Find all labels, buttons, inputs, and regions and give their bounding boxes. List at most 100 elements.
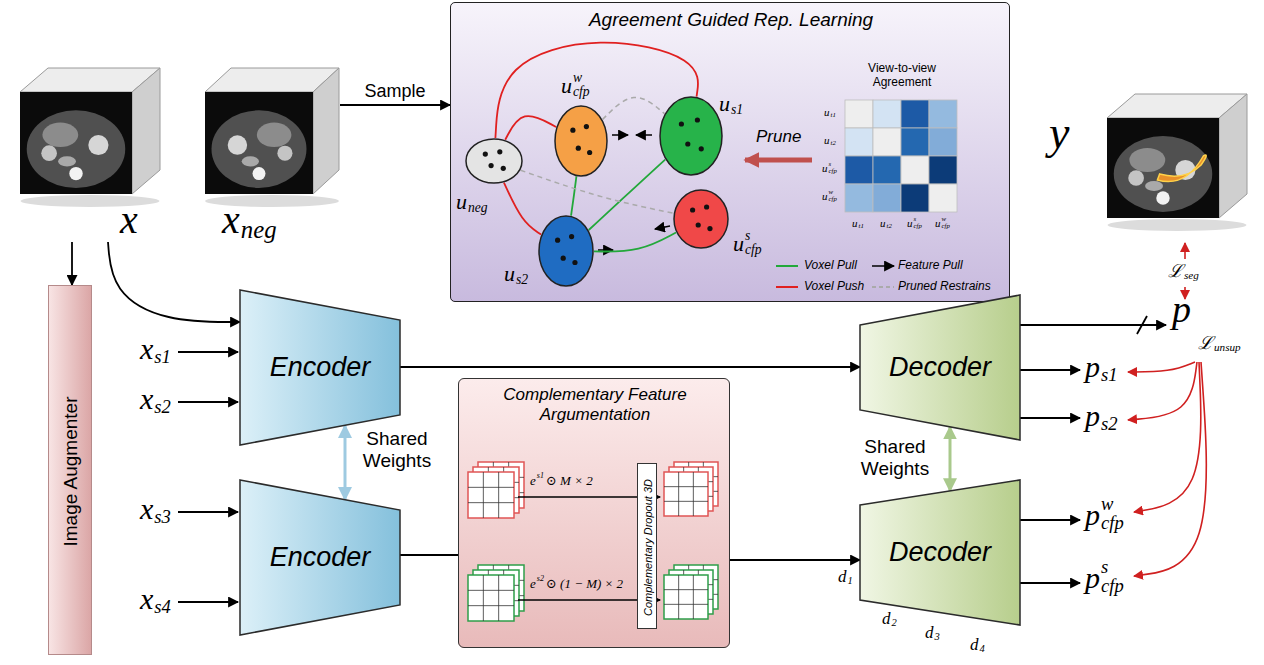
ct-body: [1114, 136, 1213, 212]
cluster-label: w: [573, 71, 582, 85]
loss-arrow: [1134, 362, 1206, 576]
connector: [340, 104, 450, 106]
trapezoid: [860, 295, 1020, 440]
formula: e: [530, 474, 536, 487]
legend-text: Feature Pull: [898, 259, 963, 271]
cluster-label: s: [745, 229, 750, 243]
panel-fill: [450, 2, 1010, 302]
connector: [504, 183, 541, 235]
grid-line: [498, 575, 499, 621]
grid-line: [664, 589, 708, 590]
input-arrow: [178, 511, 238, 513]
heatmap-cell: [901, 156, 929, 184]
feature-pull-arrow: [612, 134, 628, 136]
axis-label: cfp: [829, 168, 837, 175]
voxel-dot: [561, 256, 566, 261]
loss-arrow: [1184, 243, 1186, 259]
ct-volume: xneg: [200, 62, 340, 242]
axis-label: cfp: [829, 196, 837, 203]
feature-pull-arrow: [655, 226, 670, 229]
connector: [344, 425, 347, 499]
trapezoid: [860, 480, 1020, 625]
output-label: p: [1085, 352, 1100, 382]
depth-label: 3: [935, 632, 940, 643]
connector: [589, 160, 665, 230]
voxel-dot: [679, 121, 684, 126]
grid-line: [468, 590, 514, 591]
ct-body: [211, 110, 306, 188]
depth-label: d: [970, 636, 979, 653]
axis-label: t1: [859, 223, 864, 230]
cluster-ellipse: [539, 216, 593, 286]
cluster-label: u: [456, 191, 467, 213]
volume-figure: [1045, 88, 1250, 240]
axis-label: u: [880, 218, 886, 229]
connector: [594, 233, 676, 252]
volume-figure: [200, 62, 340, 242]
heatmap-cell: [901, 184, 929, 212]
connector: [603, 97, 665, 119]
loss-label: ℒ: [1198, 334, 1213, 352]
grid-line: [678, 575, 679, 619]
loss-arrow: [1134, 362, 1201, 512]
shared-weights-label: Shared Weights: [352, 428, 442, 472]
segmentation-mask: [1157, 155, 1206, 182]
voxel-dot: [584, 124, 589, 129]
axis-label: t1: [831, 112, 836, 119]
heatmap-cell: [845, 156, 873, 184]
feature-cluster: uneg: [465, 138, 523, 184]
grid-line: [693, 575, 694, 619]
cluster-shape: [659, 96, 723, 176]
depth-label: 2: [892, 618, 897, 629]
grid-line: [468, 502, 514, 503]
axis-label: u: [822, 191, 828, 202]
voxel-dot: [497, 149, 502, 154]
augmenter-box: Image Augmenter: [48, 285, 92, 655]
formula: s1: [537, 472, 544, 480]
loss-label: ℒ: [1168, 262, 1183, 280]
encoder-block: Encoder: [240, 290, 400, 445]
connector: [108, 242, 240, 322]
ct-volume: y: [1045, 88, 1250, 240]
block-label: Decoder: [889, 539, 991, 566]
feature-grid: [468, 575, 514, 621]
formula: e: [530, 577, 536, 590]
heatmap-cell: [929, 128, 957, 156]
feature-pull-arrow: [598, 249, 613, 251]
depth-label: 1: [848, 576, 853, 587]
legend-text: Voxel Pull: [804, 259, 857, 271]
cluster-ellipse: [660, 97, 722, 175]
output-arrow: [1020, 519, 1080, 521]
grid-line: [498, 472, 499, 518]
depth-label: d: [882, 610, 891, 627]
ct-slice: [1107, 118, 1219, 218]
heatmap-cell: [873, 128, 901, 156]
stop-gradient-slash: [1137, 316, 1147, 334]
grid-line: [664, 604, 708, 605]
voxel-dot: [483, 152, 488, 157]
legend-sample: [872, 286, 894, 288]
input-arrow: [178, 401, 238, 403]
input-label: x: [140, 494, 153, 524]
axis-label: u: [852, 218, 858, 229]
connector: [400, 366, 860, 368]
connector: [71, 242, 73, 285]
cluster-label: s1: [731, 103, 743, 117]
ct-spine: [1156, 191, 1169, 204]
voxel-dot: [685, 141, 690, 146]
dropout-box: Complementary Dropout 3D: [637, 463, 657, 629]
axis-label: t2: [831, 140, 836, 147]
axis-label: u: [824, 107, 830, 118]
depth-label: 4: [980, 644, 985, 655]
cube-shadow: [21, 195, 160, 207]
grid-line: [664, 486, 708, 487]
output-label: p: [1085, 500, 1100, 530]
prune-arrow: [745, 158, 812, 163]
formula: ⊙ M × 2: [546, 474, 593, 487]
output-label: p: [1085, 401, 1100, 431]
heatmap-cell: [845, 100, 873, 128]
axis-label: cfp: [942, 223, 950, 230]
input-arrow: [178, 601, 238, 603]
output-label: s: [1101, 558, 1108, 577]
